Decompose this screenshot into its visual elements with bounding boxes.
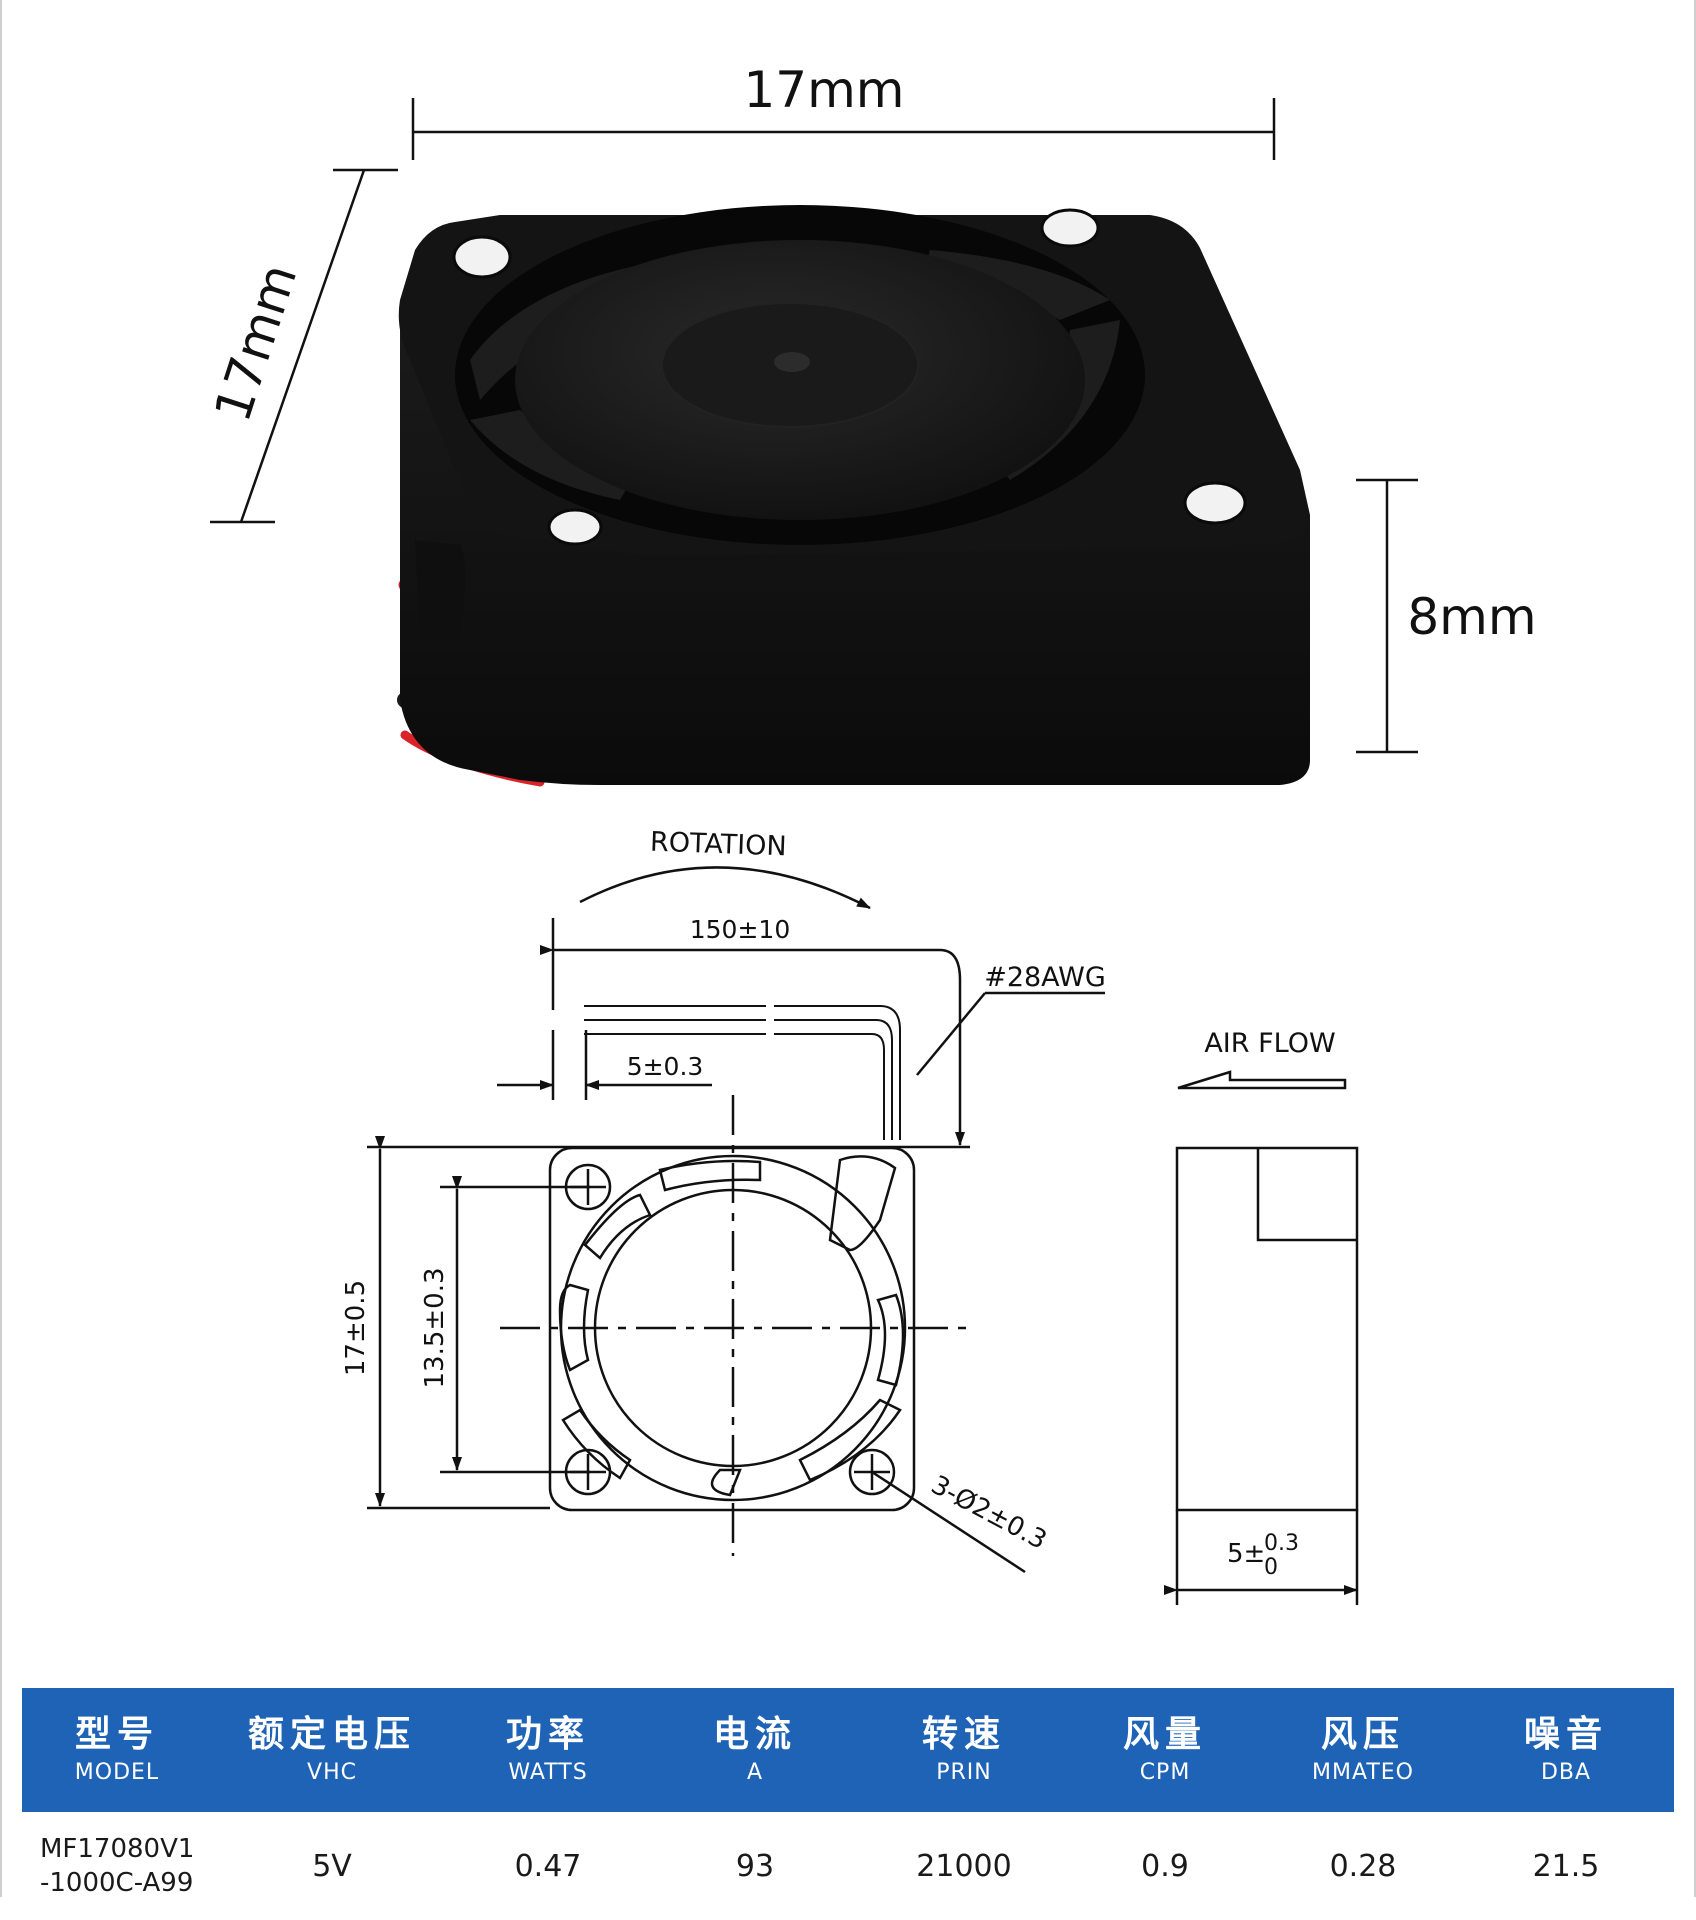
rotation-arrow xyxy=(579,866,871,910)
drawing-wire-clip xyxy=(828,1155,897,1252)
thickness-label: 5± xyxy=(1227,1539,1265,1569)
photo-width-label: 17mm xyxy=(743,61,904,119)
photo-height-label: 8mm xyxy=(1407,588,1536,646)
drawing-side-view xyxy=(1175,1146,1359,1512)
drawing-mounting-holes xyxy=(564,1163,896,1496)
technical-drawing xyxy=(367,866,1359,1605)
airflow-label: AIR FLOW xyxy=(1204,1028,1335,1059)
fan-hub-dot xyxy=(774,352,810,372)
rotation-label: ROTATION xyxy=(649,827,787,863)
cell-speed: 21000 xyxy=(916,1848,1012,1884)
frame-size-label: 17±0.5 xyxy=(341,1280,371,1376)
thickness-tol-lower: 0 xyxy=(1264,1555,1278,1580)
hole-diameter-label: 3-Ø2±0.3 xyxy=(926,1470,1051,1556)
photo-dimensions xyxy=(210,98,1418,754)
cell-model: MF17080V1 -1000C-A99 xyxy=(40,1834,195,1898)
cell-current: 93 xyxy=(735,1848,775,1884)
cell-watts: 0.47 xyxy=(514,1848,582,1884)
cell-airflow: 0.9 xyxy=(1141,1848,1189,1884)
cell-pressure: 0.28 xyxy=(1329,1848,1397,1884)
drawing-lead-wires xyxy=(584,1005,901,1140)
drawing-hub xyxy=(593,1188,873,1468)
airflow-arrow xyxy=(1177,1070,1347,1090)
strip-length-label: 5±0.3 xyxy=(627,1052,704,1081)
cell-voltage: 5V xyxy=(312,1848,352,1884)
lead-length-label: 150±10 xyxy=(690,915,790,944)
drawing-vent-slots xyxy=(558,1159,905,1497)
photo-depth-label: 17mm xyxy=(203,257,308,428)
cell-noise: 21.5 xyxy=(1532,1848,1600,1884)
right-border xyxy=(1694,0,1696,1897)
wire-gauge-label: #28AWG xyxy=(984,962,1106,993)
table-row: MF17080V1 -1000C-A99 5V 0.47 93 21000 0.… xyxy=(22,1812,1674,1920)
hole-spacing-label: 13.5±0.3 xyxy=(420,1267,450,1388)
left-border xyxy=(0,0,2,1897)
fan-wire-exit xyxy=(415,540,465,640)
photo-mounting-holes xyxy=(452,208,1247,546)
thickness-tol-upper: 0.3 xyxy=(1264,1531,1299,1556)
fan-photo xyxy=(397,205,1310,787)
